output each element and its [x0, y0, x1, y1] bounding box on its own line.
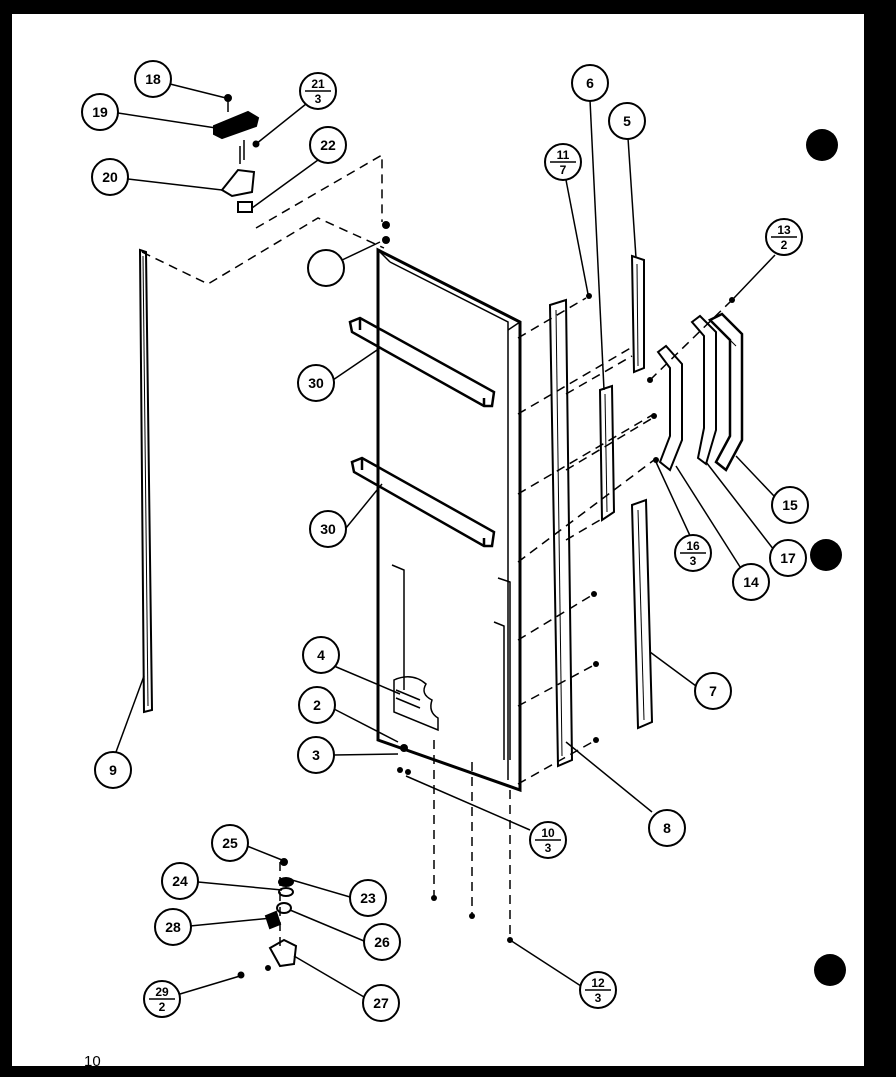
callout-28-label: 28 — [165, 919, 181, 935]
callout-3: 3 — [297, 736, 335, 774]
callout-16-label: 16 — [686, 539, 700, 553]
callout-6: 6 — [571, 64, 609, 102]
callout-22-label: 22 — [320, 137, 336, 153]
callout-26-label: 26 — [374, 934, 390, 950]
callout-8-label: 8 — [663, 820, 671, 836]
callout-20: 20 — [91, 158, 129, 196]
callout-8: 8 — [648, 809, 686, 847]
callout-30-top: 30 — [297, 364, 335, 402]
callout-30b-label: 30 — [320, 521, 336, 537]
callout-3-label: 3 — [312, 747, 320, 763]
door-trim-strip — [548, 298, 574, 768]
drawing — [115, 83, 776, 998]
callout-7: 7 — [694, 672, 732, 710]
callout-24-label: 24 — [172, 873, 188, 889]
callout-13a-sub: 2 — [781, 238, 788, 252]
callouts: 18 19 20 21 3 22 6 5 — [81, 60, 809, 1022]
callout-11-sub: 7 — [560, 163, 567, 177]
callout-19: 19 — [81, 93, 119, 131]
callout-21-label: 21 — [311, 77, 325, 91]
callout-14-label: 14 — [743, 574, 759, 590]
callout-4: 4 — [302, 636, 340, 674]
callout-23-label: 23 — [360, 890, 376, 906]
door-shelf-top — [348, 316, 496, 408]
callout-12-3: 12 3 — [579, 971, 617, 1009]
registration-dot-1 — [806, 129, 838, 161]
callout-2-label: 2 — [313, 697, 321, 713]
handle-part-16 — [656, 344, 683, 472]
callout-21-sub: 3 — [315, 92, 322, 106]
callout-2: 2 — [298, 686, 336, 724]
callout-12-sub: 3 — [595, 991, 602, 1005]
callout-16-sub: 3 — [690, 554, 697, 568]
callout-23: 23 — [349, 879, 387, 917]
handle-part-17 — [690, 314, 717, 466]
callout-13-2: 13 2 — [765, 218, 803, 256]
callout-29-sub: 2 — [159, 1000, 166, 1014]
callout-10-3: 10 3 — [529, 821, 567, 859]
callout-11-label: 11 — [557, 148, 570, 162]
callout-22: 22 — [309, 126, 347, 164]
callout-18: 18 — [134, 60, 172, 98]
callout-6-label: 6 — [586, 75, 594, 91]
callout-5: 5 — [608, 102, 646, 140]
callout-blank — [307, 249, 345, 287]
callout-19-label: 19 — [92, 104, 108, 120]
door-panel — [376, 247, 522, 793]
callout-15-label: 15 — [782, 497, 798, 513]
trim-piece-6 — [598, 384, 616, 522]
callout-4-label: 4 — [317, 647, 325, 663]
callout-18-label: 18 — [145, 71, 161, 87]
page-number: 10 — [84, 1053, 101, 1070]
callout-16-3: 16 3 — [674, 534, 712, 572]
callout-27: 27 — [362, 984, 400, 1022]
callout-26: 26 — [363, 923, 401, 961]
callout-9: 9 — [94, 751, 132, 789]
trim-piece-5 — [630, 254, 645, 374]
callout-17-label: 17 — [780, 550, 796, 566]
callout-28: 28 — [154, 908, 192, 946]
callout-27-label: 27 — [373, 995, 389, 1011]
callout-7-label: 7 — [709, 683, 717, 699]
registration-dot-2 — [810, 539, 842, 571]
callout-29-2: 29 2 — [143, 980, 181, 1018]
callout-9-label: 9 — [109, 762, 117, 778]
alignment-lines — [141, 153, 731, 950]
callout-5-label: 5 — [623, 113, 631, 129]
handle-part-15 — [707, 312, 744, 472]
callout-17: 17 — [769, 539, 807, 577]
callout-24: 24 — [161, 862, 199, 900]
door-shelf-bottom — [350, 456, 496, 548]
callout-11-7: 11 7 — [544, 143, 582, 181]
callout-25-label: 25 — [222, 835, 238, 851]
callout-10-sub: 3 — [545, 841, 552, 855]
callout-25: 25 — [211, 824, 249, 862]
trim-piece-7 — [630, 498, 654, 730]
callout-30a-label: 30 — [308, 375, 324, 391]
callout-10-label: 10 — [541, 826, 555, 840]
screws — [382, 221, 735, 943]
registration-dot-3 — [814, 954, 846, 986]
leader-lines — [115, 83, 776, 998]
gasket-strip — [138, 248, 154, 714]
callout-30-bottom: 30 — [309, 510, 347, 548]
callout-21-3: 21 3 — [299, 72, 337, 110]
callout-14: 14 — [732, 563, 770, 601]
callout-12-label: 12 — [591, 976, 605, 990]
callout-13a-label: 13 — [777, 223, 791, 237]
callout-15: 15 — [771, 486, 809, 524]
callout-29-label: 29 — [155, 985, 169, 999]
callout-20-label: 20 — [102, 169, 118, 185]
